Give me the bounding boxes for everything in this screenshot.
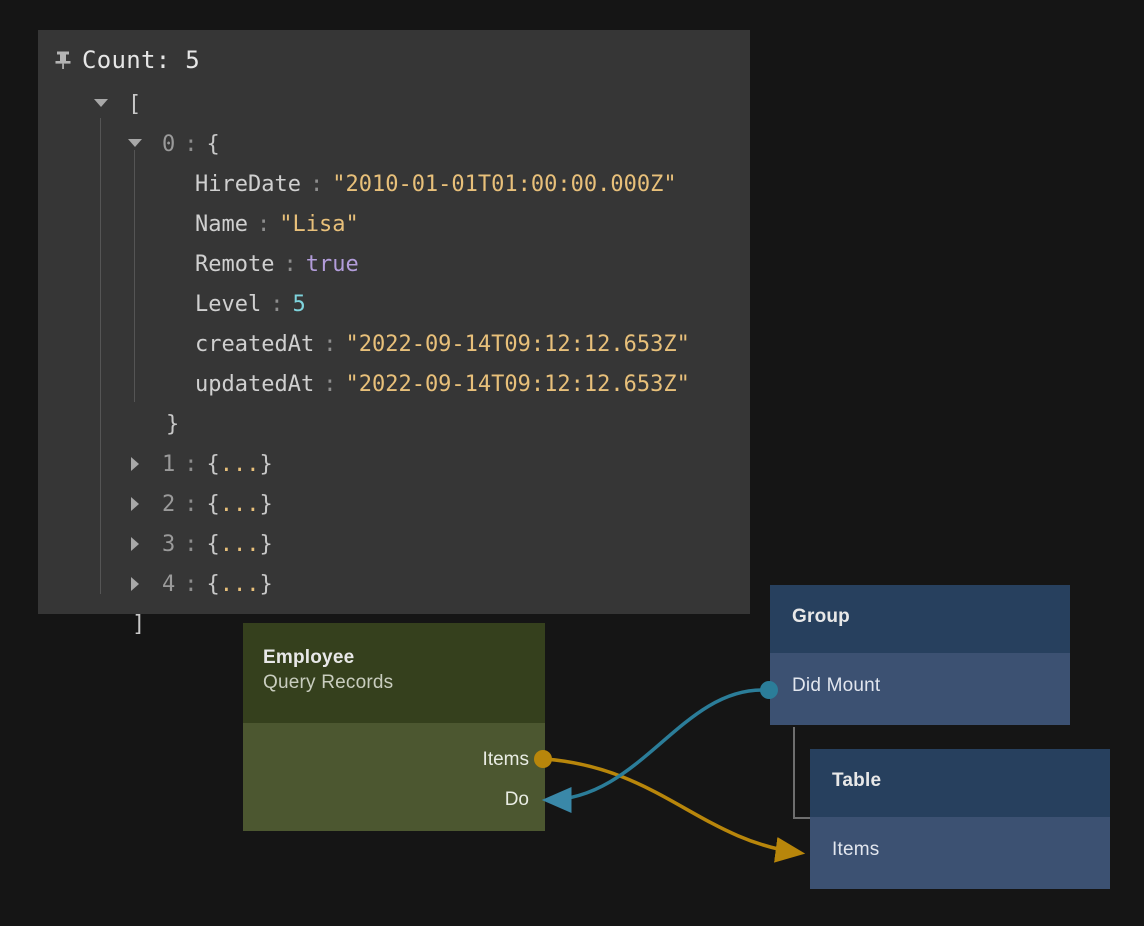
item-index: 0: [162, 132, 175, 157]
collapsed-ellipsis: ...: [220, 532, 260, 557]
json-inspector-panel[interactable]: Count: 5 [ 0 : { HireDate : "2010-01-01T…: [38, 30, 750, 614]
tree-row-item-2[interactable]: 2 : { ... }: [38, 484, 750, 524]
tree-row-field[interactable]: HireDate : "2010-01-01T01:00:00.000Z": [38, 164, 750, 204]
collapsed-ellipsis: ...: [220, 452, 260, 477]
item-colon: :: [184, 452, 197, 477]
chevron-down-icon[interactable]: [94, 99, 108, 107]
field-key: Level: [195, 292, 261, 317]
field-colon: :: [323, 332, 336, 357]
field-colon: :: [310, 172, 323, 197]
edge-items-to-items: [545, 759, 800, 853]
field-key: Name: [195, 212, 248, 237]
port-employee-items[interactable]: Items: [483, 749, 529, 771]
item-colon: :: [184, 532, 197, 557]
node-table-title: Table: [832, 770, 1110, 792]
node-table-body: Items: [810, 817, 1110, 889]
field-value: "2022-09-14T09:12:12.653Z": [345, 372, 689, 397]
item-index: 4: [162, 572, 175, 597]
brace-open: {: [207, 532, 220, 557]
collapsed-ellipsis: ...: [220, 492, 260, 517]
field-key: updatedAt: [195, 372, 314, 397]
item-index: 3: [162, 532, 175, 557]
port-employee-do[interactable]: Do: [505, 789, 529, 811]
tree-row-item-3[interactable]: 3 : { ... }: [38, 524, 750, 564]
brace-open: {: [207, 572, 220, 597]
tree-row-item-1[interactable]: 1 : { ... }: [38, 444, 750, 484]
collapsed-ellipsis: ...: [220, 572, 260, 597]
brace-open: {: [207, 492, 220, 517]
field-value: "2022-09-14T09:12:12.653Z": [345, 332, 689, 357]
item-index: 1: [162, 452, 175, 477]
tree-row-field[interactable]: Name : "Lisa": [38, 204, 750, 244]
node-table[interactable]: Table Items: [810, 749, 1110, 889]
field-colon: :: [257, 212, 270, 237]
field-key: createdAt: [195, 332, 314, 357]
tree-row-field[interactable]: Remote : true: [38, 244, 750, 284]
field-key: HireDate: [195, 172, 301, 197]
chevron-right-icon[interactable]: [131, 457, 139, 471]
tree-row-root-open[interactable]: [: [38, 84, 750, 124]
field-key: Remote: [195, 252, 274, 277]
brace-close: }: [260, 492, 273, 517]
pin-icon[interactable]: [54, 50, 72, 70]
tree-row-item-4[interactable]: 4 : { ... }: [38, 564, 750, 604]
edge-did-mount-to-do: [547, 690, 762, 800]
item-colon: :: [184, 572, 197, 597]
node-group-title: Group: [792, 606, 1070, 628]
node-group-header[interactable]: Group: [770, 585, 1070, 653]
tree-row-item-0-close: }: [38, 404, 750, 444]
chevron-right-icon[interactable]: [131, 497, 139, 511]
chevron-right-icon[interactable]: [131, 537, 139, 551]
chevron-down-icon[interactable]: [128, 139, 142, 147]
brace-open: {: [207, 452, 220, 477]
node-group[interactable]: Group Did Mount: [770, 585, 1070, 725]
field-colon: :: [270, 292, 283, 317]
brace-close: }: [260, 572, 273, 597]
root-open-bracket: [: [128, 92, 141, 117]
node-employee-title: Employee: [263, 647, 545, 669]
field-colon: :: [323, 372, 336, 397]
item-colon: :: [184, 492, 197, 517]
node-group-body: Did Mount: [770, 653, 1070, 725]
field-colon: :: [283, 252, 296, 277]
count-label: Count: 5: [82, 46, 200, 74]
node-employee-subtitle: Query Records: [263, 672, 545, 694]
root-close-bracket: ]: [132, 612, 145, 637]
item-colon: :: [184, 132, 197, 157]
field-value: "2010-01-01T01:00:00.000Z": [332, 172, 676, 197]
item-index: 2: [162, 492, 175, 517]
item-open-brace: {: [207, 132, 220, 157]
inspector-header: Count: 5: [38, 44, 750, 76]
port-group-did-mount[interactable]: Did Mount: [792, 675, 1070, 697]
tree-row-field[interactable]: Level : 5: [38, 284, 750, 324]
chevron-right-icon[interactable]: [131, 577, 139, 591]
field-value: "Lisa": [279, 212, 358, 237]
node-employee[interactable]: Employee Query Records Items Do: [243, 623, 545, 831]
field-value: true: [306, 252, 359, 277]
port-table-items[interactable]: Items: [832, 839, 1110, 861]
tree-row-item-0[interactable]: 0 : {: [38, 124, 750, 164]
tree-row-field[interactable]: createdAt : "2022-09-14T09:12:12.653Z": [38, 324, 750, 364]
brace-close: }: [260, 532, 273, 557]
field-value: 5: [292, 292, 305, 317]
brace-close: }: [260, 452, 273, 477]
node-table-header[interactable]: Table: [810, 749, 1110, 817]
item-close-brace: }: [166, 412, 179, 437]
node-employee-body: Items Do: [243, 723, 545, 831]
tree-row-field[interactable]: updatedAt : "2022-09-14T09:12:12.653Z": [38, 364, 750, 404]
json-tree[interactable]: [ 0 : { HireDate : "2010-01-01T01:00:00.…: [38, 84, 750, 644]
node-employee-header[interactable]: Employee Query Records: [243, 623, 545, 723]
